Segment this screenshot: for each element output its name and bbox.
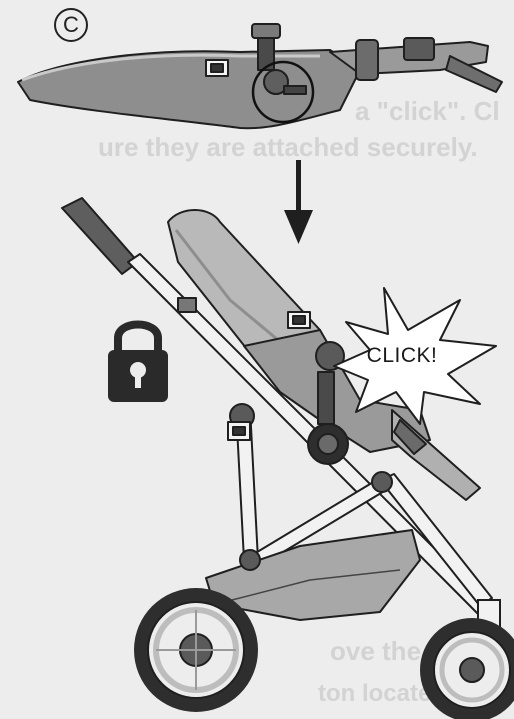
rear-wheel (134, 588, 258, 712)
seat-unit-top (18, 24, 502, 128)
down-arrow-icon (284, 160, 313, 244)
front-wheel (420, 600, 514, 719)
click-label: CLICK! (352, 344, 452, 368)
lock-icon (108, 325, 168, 403)
stroller-frame (62, 198, 496, 640)
step-badge-c: C (54, 8, 88, 42)
